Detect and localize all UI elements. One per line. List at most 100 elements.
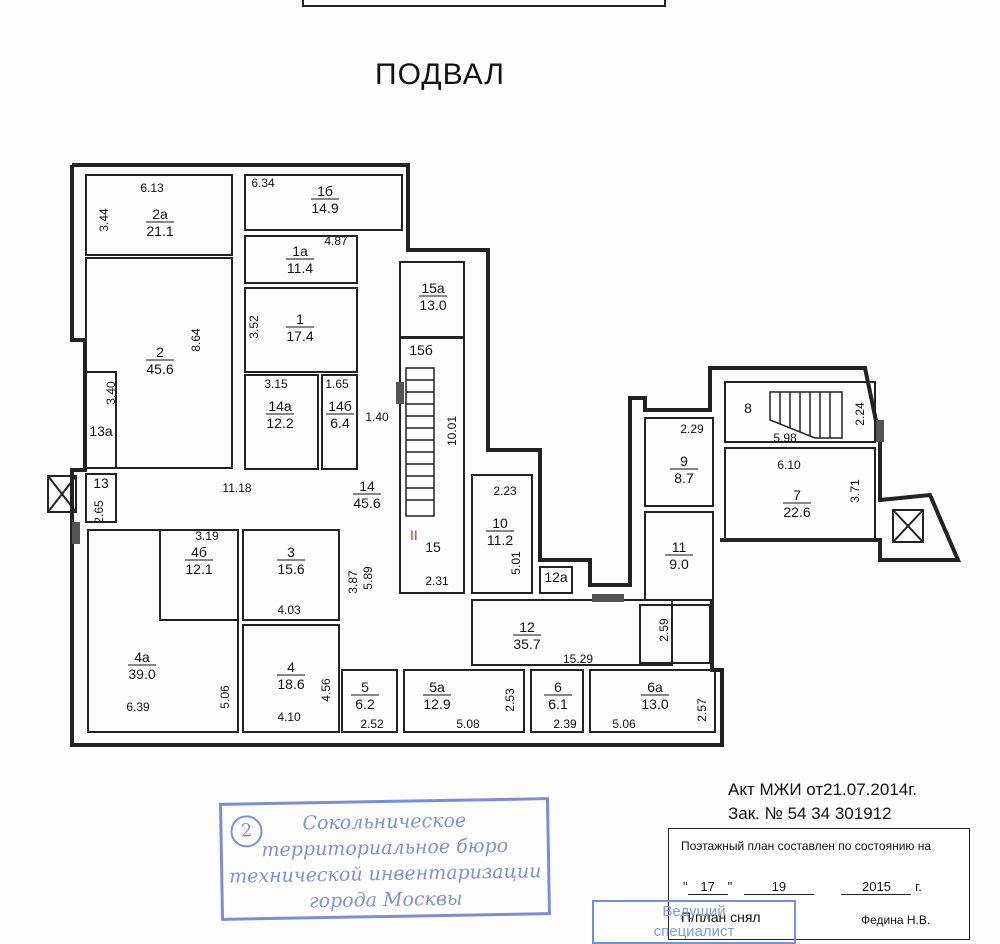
room-3-number: 3 [287,544,295,560]
room-8-number: 8 [744,400,752,416]
room-7-area: 22.6 [783,504,810,520]
room-6-area: 6.1 [548,696,568,712]
dimension-label: 5.01 [509,551,523,575]
dimension-label: 3.71 [848,479,862,503]
room-13-number: 13 [93,475,109,491]
dimension-label: 11.18 [222,481,251,495]
room-14b-number: 14б [328,398,352,414]
room-1-number: 1 [296,311,304,327]
hatched-walls [72,382,884,602]
person-name: Федина Н.В. [861,913,931,927]
room-15-number: 15 [425,539,441,555]
dimension-label: 4.03 [277,603,301,617]
room-11-number: 11 [672,539,687,555]
room-15b-number: 15б [409,342,433,358]
dimension-label: 5.89 [361,566,375,590]
stamp2-line: Ведущий [662,903,726,920]
room-3-area: 15.6 [277,561,304,577]
room-7-number: 7 [793,487,801,503]
date-month: 19 [743,879,814,895]
room-11-area: 9.0 [669,556,689,572]
room-4b-area: 12.1 [185,561,212,577]
room-2a-area: 21.1 [146,223,173,239]
dimension-label: 2.57 [695,698,709,722]
room-6-number: 6 [554,679,562,695]
date-line: "17" 19 2015 г. [683,879,922,895]
room-12a-number: 12а [544,569,568,585]
room-5a-number: 5а [429,679,445,695]
room-15a-area: 13.0 [419,297,446,313]
signed-label: П/план снял [681,909,761,925]
dimension-label: 6.39 [126,700,150,714]
room-12-number: 12 [519,619,535,635]
stairs-15b [405,367,435,517]
room-1b-number: 1б [317,183,333,199]
dimension-label: 4.87 [324,234,348,248]
dimension-label: 3.87 [346,570,360,594]
room-4a-area: 39.0 [128,666,155,682]
room-6a-area: 13.0 [641,696,668,712]
dimension-label: 2.24 [853,402,867,426]
order-line: Зак. № 54 34 301912 [728,804,892,823]
room-9-area: 8.7 [674,470,694,486]
room-10-number: 10 [492,515,508,531]
dimension-label: 2.29 [680,422,704,436]
room-4a-number: 4а [134,649,150,665]
dimension-label: 1.65 [325,377,349,391]
room-12-area: 35.7 [513,636,540,652]
act-reference: Акт МЖИ от21.07.2014г. Зак. № 54 34 3019… [728,778,917,826]
room-14-number: 14 [359,478,375,494]
room-1-area: 17.4 [286,328,313,344]
room-2-number: 2 [156,344,164,360]
bti-stamp: 2 Сокольническое территориальное бюро те… [218,797,552,921]
dimension-label: 3.44 [97,208,111,232]
dimension-label: 6.34 [251,176,275,190]
vent-shaft-right [892,509,924,543]
room-5-number: 5 [361,679,369,695]
dimension-label: 5.08 [456,717,480,731]
room-1b-area: 14.9 [311,200,338,216]
dimension-label: 3.52 [247,315,261,339]
dimension-label: 6.13 [140,181,164,195]
room-5a-area: 12.9 [423,696,450,712]
dimension-label: 2.31 [425,574,449,588]
stamp2-line: специалист [653,923,735,940]
specialist-stamp: Ведущий специалист [592,900,796,944]
dimension-label: 10.01 [445,416,459,446]
dimension-label: 2.52 [360,717,384,731]
room-1a-area: 11.4 [287,260,313,276]
room-1a-number: 1а [292,243,308,259]
dimension-label: 5.06 [218,685,232,709]
room-6a-number: 6а [647,679,663,695]
dimension-label: 15.29 [563,652,593,666]
info-heading: Поэтажный план составлен по состоянию на [681,839,932,853]
dimension-label: 5.98 [773,431,797,445]
room-2a-number: 2а [152,206,168,222]
dimension-label: 5.06 [612,717,636,731]
inner-walls [85,174,876,733]
dimension-label: 2.53 [503,688,517,712]
dimension-label: 6.10 [777,458,801,472]
dimension-label: 4.10 [277,710,301,724]
dimension-label: 2.23 [493,484,517,498]
floor-title: ПОДВАЛ [375,58,505,91]
info-box: Поэтажный план составлен по состоянию на… [668,828,970,940]
room-14a-area: 12.2 [266,415,293,431]
room-14b-area: 6.4 [330,415,350,431]
date-year: 2015 [841,879,912,895]
room-13a-number: 13а [89,423,113,439]
dimension-label: 3.15 [264,377,288,391]
outer-walls [70,163,962,747]
stair-marker: II [410,527,418,543]
date-day: 17 [687,879,728,895]
dimension-label: 2.59 [657,618,671,642]
top-frame [302,0,666,7]
dimension-label: 2.39 [553,717,577,731]
room-4-number: 4 [287,659,295,675]
dimension-label: 1.40 [365,410,389,424]
room-9-number: 9 [680,453,688,469]
dimension-label: 3.40 [104,381,118,405]
room-4b-number: 4б [191,544,207,560]
stairs-8 [769,391,843,439]
